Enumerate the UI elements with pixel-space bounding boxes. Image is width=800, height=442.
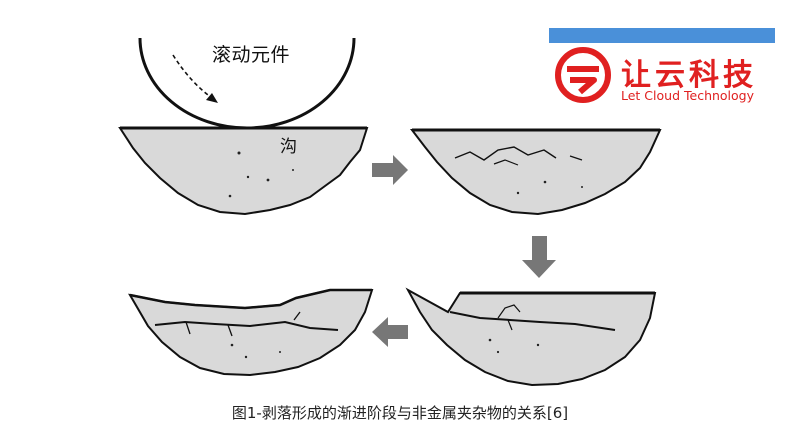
arrow-left (372, 317, 408, 347)
rotation-arrow (172, 54, 213, 99)
rotation-arrowhead (206, 93, 218, 103)
groove-label: 沟 (280, 137, 297, 157)
letcloud-logo-mark-icon (555, 47, 611, 103)
figure-caption: 图1-剥落形成的渐进阶段与非金属夹杂物的关系[6] (231, 404, 569, 422)
arrow-down (522, 236, 556, 278)
stage-4-material (128, 288, 374, 377)
logo: 让云科技 Let Cloud Technology (549, 28, 775, 108)
logo-english-text: Let Cloud Technology (621, 88, 755, 103)
stage-2-material (409, 128, 662, 216)
stage-1-material (118, 126, 369, 216)
rolling-element-label: 滚动元件 (212, 44, 291, 66)
arrow-right-1 (372, 155, 408, 185)
stage-3-material (405, 287, 657, 387)
logo-chinese-text: 让云科技 (621, 58, 757, 93)
logo-bar (549, 28, 775, 43)
